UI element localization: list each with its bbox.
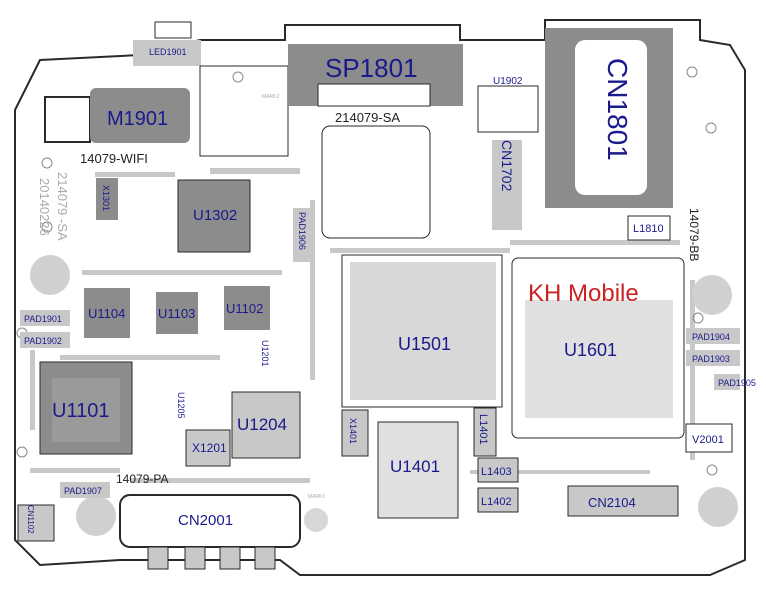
m1901-label: M1901 [107,108,168,130]
pad1901-label: PAD1901 [24,314,62,324]
u1204-body [231,391,301,459]
l1401-body [473,407,497,457]
pad1906-label: PAD1906 [297,212,307,250]
l1403-label: L1403 [481,466,512,478]
u1302-body [177,179,251,253]
pad1905-label: PAD1905 [718,378,756,388]
mounting-holes [30,255,738,536]
u1601-grid [525,300,673,418]
mark1-circle [304,508,328,532]
x1201-label: X1201 [192,441,227,455]
u1104-body [84,288,130,338]
cn1102-body [17,504,55,542]
l1401-label: L1401 [477,414,489,445]
u1102-body [224,286,270,330]
u1601-label: U1601 [564,340,617,360]
u1401-body [377,421,459,519]
v2001-label: V2001 [692,434,724,446]
l1810-label: L1810 [633,223,664,235]
u1102-label: U1102 [226,301,263,316]
l1402-body [477,487,519,513]
pad1907-label: PAD1907 [64,486,102,496]
x1301-body [96,178,118,220]
pa-text: 14079-PA [116,472,168,486]
u1101-core [52,378,120,442]
pad1903-body [686,350,740,366]
silk-strips [30,168,695,483]
led1901-body [133,40,201,66]
u1302-label: U1302 [193,207,237,224]
cn2001-label: CN2001 [178,512,233,529]
x1401-body [341,409,369,457]
side-sa-text: 214079 -SA [55,172,70,241]
l1402-label: L1402 [481,496,512,508]
u1201-label: U1201 [260,340,270,367]
x1201-body [185,429,231,467]
led-symbol-box [154,21,192,39]
cn2104-label: CN2104 [588,495,636,510]
pad1904-body [686,328,740,344]
m1901-body [90,88,190,143]
cn1801-label: CN1801 [602,58,633,161]
cn1102-label: CN1102 [26,505,35,534]
x1401-label: X1401 [348,418,358,444]
l1403-body [477,457,519,483]
side-date-text: 20140226 [37,178,52,236]
cn2001-body [119,494,301,548]
cn2104-body [567,485,679,517]
u1103-body [156,292,198,334]
pad1901-body [20,310,70,326]
bb-text: 14079-BB [687,208,701,261]
sp1801-inner [317,83,431,107]
pad1905-body [714,374,740,390]
pad1902-body [20,332,70,348]
u1902-label: U1902 [493,76,523,87]
u1501-label: U1501 [398,334,451,354]
pad1906-body [293,208,311,262]
u1204-label: U1204 [237,415,287,434]
l1810-body [627,215,671,241]
u1104-label: U1104 [88,306,125,321]
sa-top-text: 214079-SA [335,110,400,125]
mark2-label: MARK2 [262,94,279,100]
m1901-frame [44,96,91,143]
pad1903-label: PAD1903 [692,354,730,364]
pad1904-label: PAD1904 [692,332,730,342]
cn1801-inner [575,40,647,195]
cn2001-pins [147,546,276,570]
pad1902-label: PAD1902 [24,336,62,346]
mark1-label: MARK1 [308,494,325,500]
u1103-label: U1103 [158,306,195,321]
sp1801-label: SP1801 [325,53,418,83]
u1501-grid [350,262,496,400]
u1401-label: U1401 [390,457,440,476]
u1101-label: U1101 [52,400,109,422]
cn1702-body [492,140,522,230]
led1901-label: LED1901 [149,47,187,57]
u1902-outline [477,85,539,133]
u1205-label: U1205 [176,392,186,419]
v2001-body [685,423,733,453]
x1301-label: X1301 [101,185,111,211]
cn1702-label: CN1702 [499,140,515,192]
sp1801-outline [199,65,289,157]
wifi-text: 14079-WIFI [80,151,148,166]
watermark-text: KH Mobile [528,280,639,307]
shield-center [321,125,431,239]
pad1907-body [60,482,110,498]
